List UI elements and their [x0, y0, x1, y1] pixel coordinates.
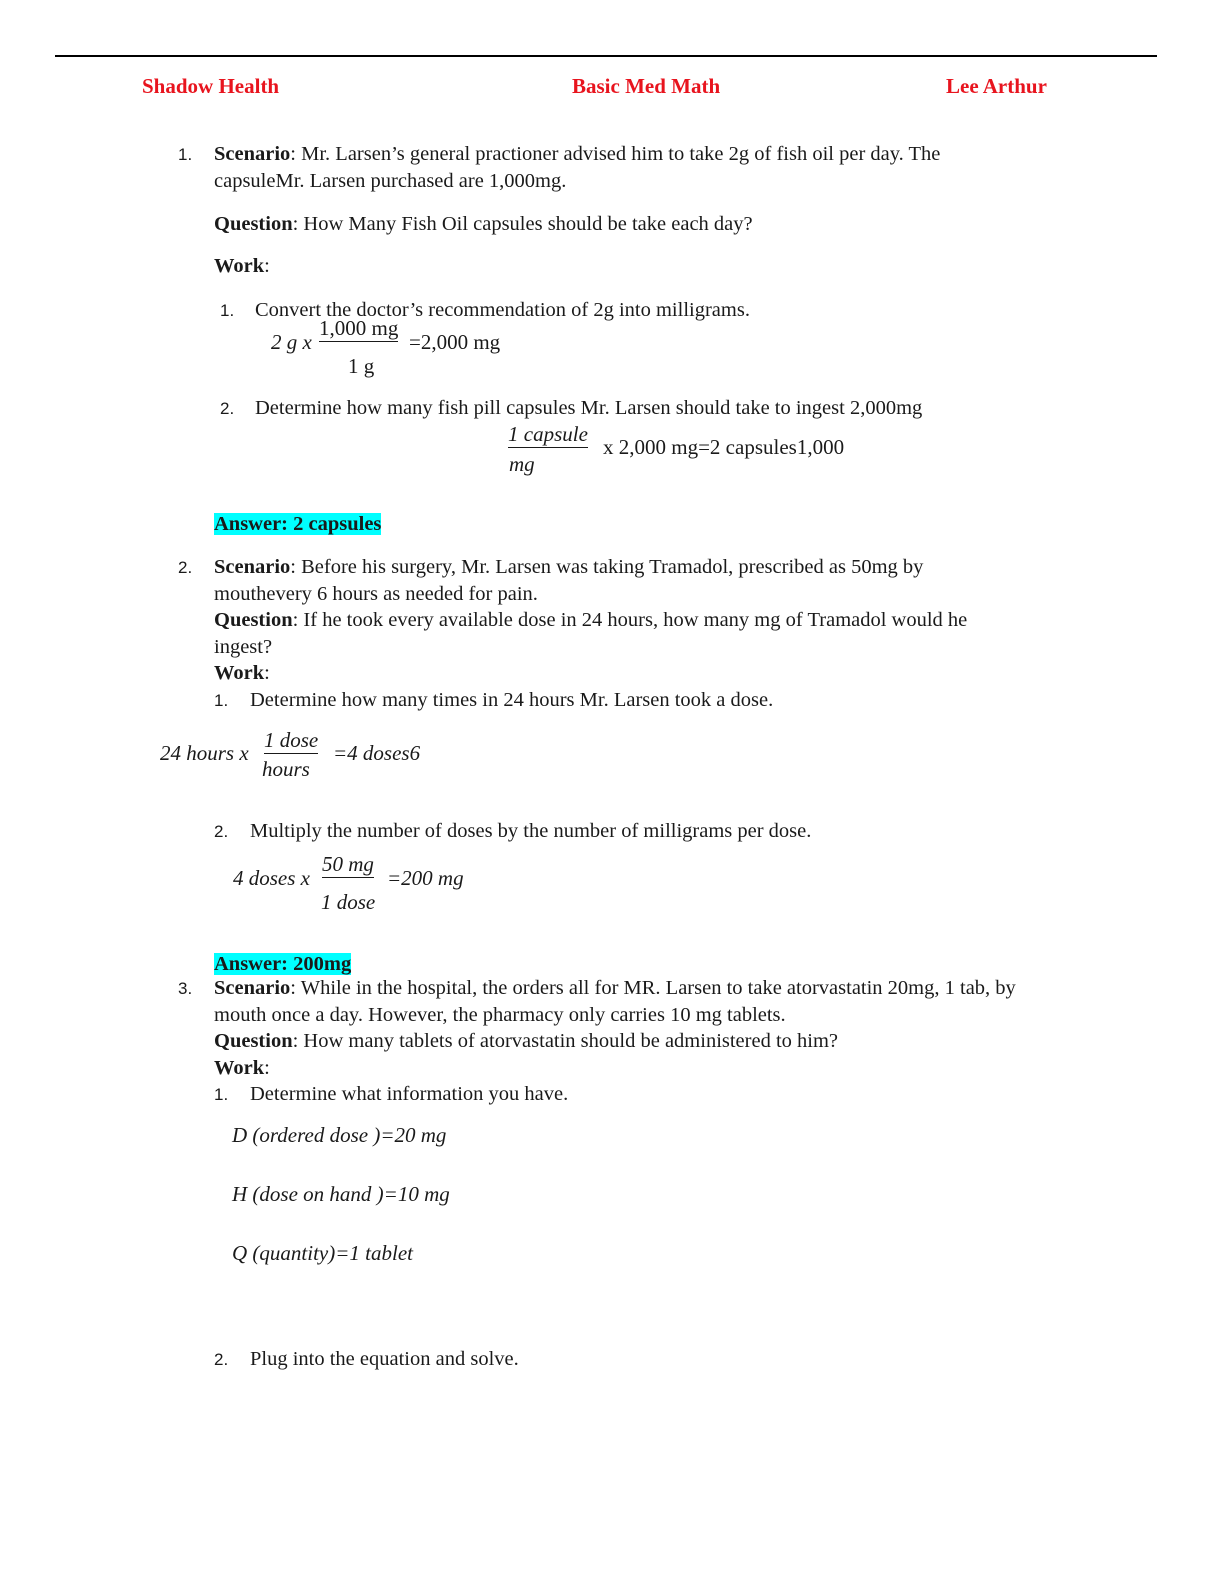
q1-question-label: Question — [214, 213, 293, 235]
q1-step1-text: Convert the doctor’s recommendation of 2… — [255, 299, 750, 321]
q2-eq2-left: 4 doses x — [233, 866, 310, 890]
q1-number: 1. — [178, 145, 193, 164]
q1-eq1-denominator: 1 g — [348, 354, 375, 378]
q3-scenario-label: Scenario — [214, 977, 291, 999]
q2-eq1-numerator: 1 dose — [264, 728, 319, 754]
q1-eq2-denominator: mg — [509, 452, 535, 476]
q3-work: Work: — [214, 1055, 270, 1082]
q1-work: Work: — [214, 253, 270, 280]
q3-step1-number: 1. — [214, 1085, 229, 1104]
q2-answer-highlight: Answer: 200mg — [214, 953, 352, 975]
q2-step1-text: Determine how many times in 24 hours Mr.… — [250, 689, 774, 711]
q1-eq2-numerator: 1 capsule — [508, 422, 588, 448]
q2-scenario-line1: Scenario: Before his surgery, Mr. Larsen… — [214, 554, 923, 581]
q2-step2-number: 2. — [214, 822, 229, 841]
q2-question-line2: ingest? — [214, 636, 273, 658]
q3-work-label: Work — [214, 1057, 265, 1079]
q1-eq1-result: =2,000 mg — [409, 330, 501, 354]
q3-scenario-line1: Scenario: While in the hospital, the ord… — [214, 975, 1016, 1002]
header-left: Shadow Health — [142, 74, 280, 98]
q1-step1-number: 1. — [220, 301, 235, 320]
q1-question: Question: How Many Fish Oil capsules sho… — [214, 211, 753, 238]
q1-scenario-line1: Scenario: Mr. Larsen’s general practione… — [214, 141, 940, 168]
q2-work-label: Work — [214, 662, 265, 684]
q3-ordered-dose: D (ordered dose )=20 mg — [232, 1123, 447, 1147]
q2-scenario-text: : Before his surgery, Mr. Larsen was tak… — [290, 556, 924, 578]
header-right: Lee Arthur — [946, 74, 1047, 98]
header-rule — [55, 55, 1157, 57]
q3-quantity: Q (quantity)=1 tablet — [232, 1241, 413, 1265]
q1-step2-text: Determine how many fish pill capsules Mr… — [255, 397, 923, 419]
q2-eq2-result: =200 mg — [387, 866, 464, 890]
q3-step2-number: 2. — [214, 1350, 229, 1369]
q1-work-label: Work — [214, 255, 265, 277]
q2-step1-number: 1. — [214, 691, 229, 710]
q3-step2-text: Plug into the equation and solve. — [250, 1348, 519, 1370]
q3-work-colon: : — [264, 1057, 270, 1079]
q2-eq1-left: 24 hours x — [160, 741, 249, 765]
q1-step2-number: 2. — [220, 399, 235, 418]
q1-answer-highlight: Answer: 2 capsules — [214, 513, 382, 535]
q3-dose-on-hand: H (dose on hand )=10 mg — [232, 1182, 450, 1206]
q3-step1-text: Determine what information you have. — [250, 1083, 569, 1105]
q1-eq1-numerator: 1,000 mg — [319, 316, 399, 342]
q1-eq2-result: x 2,000 mg=2 capsules1,000 — [603, 435, 845, 459]
q3-scenario-text: : While in the hospital, the orders all … — [290, 977, 1016, 999]
q3-question: Question: How many tablets of atorvastat… — [214, 1028, 838, 1055]
header-center: Basic Med Math — [572, 74, 721, 98]
q2-eq1-denominator: hours — [262, 757, 310, 781]
q2-scenario-line2: mouthevery 6 hours as needed for pain. — [214, 583, 538, 605]
q1-eq1-left: 2 g x — [271, 330, 312, 354]
q2-eq2-numerator: 50 mg — [322, 852, 374, 878]
q1-question-text: : How Many Fish Oil capsules should be t… — [292, 213, 753, 235]
q1-scenario-text: : Mr. Larsen’s general practioner advise… — [290, 143, 941, 165]
q2-work-colon: : — [264, 662, 270, 684]
q1-answer: Answer: 2 capsules — [214, 511, 382, 538]
q1-scenario-line2: capsuleMr. Larsen purchased are 1,000mg. — [214, 170, 567, 192]
q3-question-text: : How many tablets of atorvastatin shoul… — [292, 1030, 839, 1052]
q1-work-colon: : — [264, 255, 270, 277]
q3-scenario-line2: mouth once a day. However, the pharmacy … — [214, 1004, 786, 1026]
q2-answer: Answer: 200mg — [214, 951, 352, 978]
q2-step2-text: Multiply the number of doses by the numb… — [250, 820, 812, 842]
q2-eq2-denominator: 1 dose — [321, 890, 376, 914]
q2-number: 2. — [178, 558, 193, 577]
q2-question-text: : If he took every available dose in 24 … — [292, 609, 968, 631]
q1-scenario-label: Scenario — [214, 143, 291, 165]
q3-question-label: Question — [214, 1030, 293, 1052]
q2-work: Work: — [214, 660, 270, 687]
q2-question-line1: Question: If he took every available dos… — [214, 607, 967, 634]
q3-number: 3. — [178, 979, 193, 998]
q2-question-label: Question — [214, 609, 293, 631]
q2-scenario-label: Scenario — [214, 556, 291, 578]
q2-eq1-result: =4 doses6 — [333, 741, 421, 765]
